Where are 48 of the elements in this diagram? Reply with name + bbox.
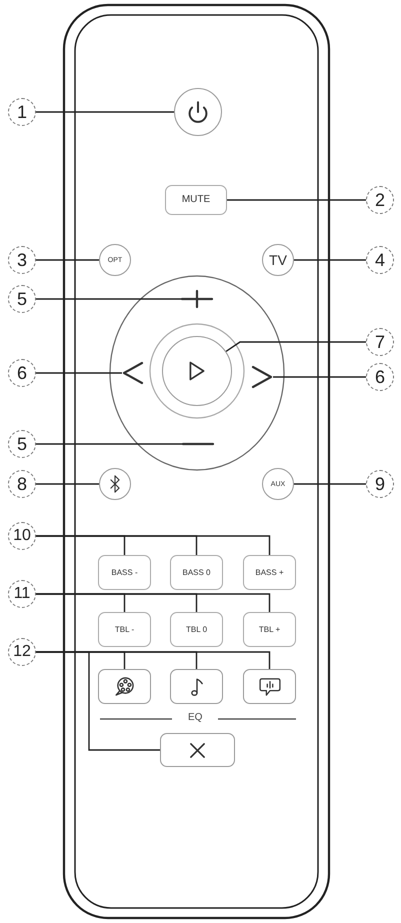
play-button (162, 336, 232, 406)
callout-number: 8 (8, 470, 36, 498)
leader-line (36, 443, 183, 445)
leader-line (294, 483, 366, 485)
tv-button: TV (262, 244, 294, 276)
right-chevron-icon (252, 366, 273, 388)
callout-number: 4 (366, 246, 394, 274)
eq-label: EQ (186, 713, 204, 723)
leader-line (36, 298, 182, 300)
callout-number: 5 (8, 430, 36, 458)
callout-number: 12 (8, 638, 36, 666)
power-button (174, 88, 222, 136)
callout-number: 2 (366, 186, 394, 214)
eq-preset-button (98, 669, 151, 704)
leader-line (36, 651, 160, 751)
eq-preset-button (170, 669, 223, 704)
minus-icon (183, 442, 213, 446)
bluetooth-button (99, 468, 131, 500)
callout-number: 10 (8, 522, 36, 550)
cross-button (160, 733, 235, 767)
leader-line (36, 483, 99, 485)
leader-line (227, 199, 366, 201)
leader-line (36, 111, 174, 113)
callout-number: 7 (366, 328, 394, 356)
bass-button: BASS 0 (170, 555, 223, 590)
leader-line (36, 593, 270, 612)
callout-number: 6 (366, 363, 394, 391)
callout-number: 5 (8, 285, 36, 313)
leader-line (273, 376, 366, 378)
callout-number: 3 (8, 246, 36, 274)
callout-number: 11 (8, 580, 36, 608)
treble-button: TBL - (98, 612, 151, 647)
leader-line (294, 259, 366, 261)
leader-line (226, 341, 366, 352)
left-chevron-icon (122, 362, 143, 384)
mute-button: MUTE (165, 185, 227, 215)
eq-preset-button (243, 669, 296, 704)
callout-number: 6 (8, 359, 36, 387)
bass-button: BASS + (243, 555, 296, 590)
leader-line (36, 535, 270, 555)
plus-icon (182, 291, 212, 307)
leader-line (36, 372, 122, 374)
treble-button: TBL 0 (170, 612, 223, 647)
treble-button: TBL + (243, 612, 296, 647)
leader-line (36, 259, 99, 261)
bass-button: BASS - (98, 555, 151, 590)
callout-number: 9 (366, 470, 394, 498)
callout-number: 1 (8, 98, 36, 126)
